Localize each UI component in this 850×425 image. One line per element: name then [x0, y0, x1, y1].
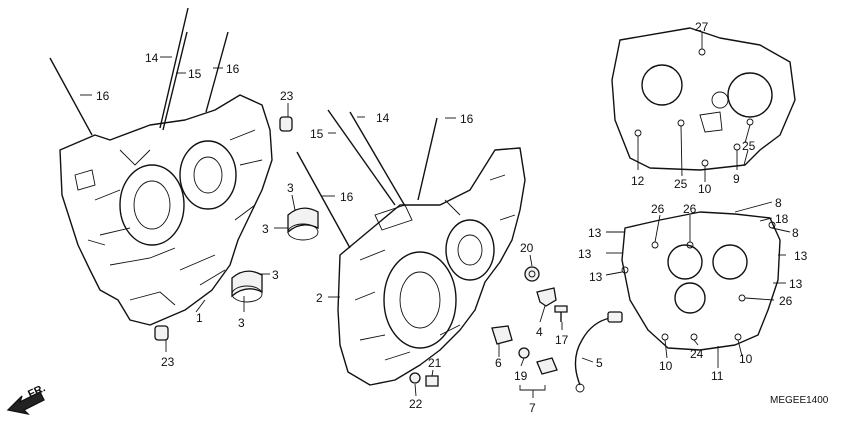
callout-26: 26 [651, 202, 665, 216]
callout-4: 4 [536, 325, 543, 339]
bearing-lower-left [231, 270, 263, 303]
front-marker-label: FR. [26, 382, 47, 400]
callout-14: 14 [145, 51, 159, 65]
leader-lines [80, 32, 791, 398]
sensor-7 [536, 357, 558, 375]
callout-labels: 14 15 16 16 23 3 3 3 3 1 23 2 14 15 16 1… [96, 20, 808, 415]
callout-25: 25 [742, 139, 756, 153]
callout-5: 5 [596, 356, 603, 370]
callout-19: 19 [514, 369, 528, 383]
dowel-pin-lower [154, 325, 169, 341]
callout-13: 13 [794, 249, 808, 263]
callout-3: 3 [238, 316, 245, 330]
seal-20 [524, 266, 540, 282]
callout-14: 14 [376, 111, 390, 125]
callout-24: 24 [690, 347, 704, 361]
right-crankcase [296, 109, 526, 386]
callout-16: 16 [226, 62, 240, 76]
callout-13: 13 [789, 277, 803, 291]
washer-19 [518, 347, 530, 359]
callout-13: 13 [589, 270, 603, 284]
callout-18: 18 [775, 212, 789, 226]
callout-11: 11 [711, 369, 724, 383]
callout-3: 3 [287, 181, 294, 195]
callout-7: 7 [529, 401, 536, 415]
callout-25: 25 [674, 177, 688, 191]
callout-8: 8 [792, 226, 799, 240]
wire-harness-5 [574, 311, 623, 393]
bearing-upper-left [287, 207, 319, 241]
callout-21: 21 [428, 356, 442, 370]
callout-16: 16 [340, 190, 354, 204]
dowel-pin-upper [279, 116, 293, 132]
callout-1: 1 [196, 311, 203, 325]
callout-12: 12 [631, 174, 645, 188]
callout-10: 10 [659, 359, 673, 373]
callout-13: 13 [578, 247, 592, 261]
callout-26: 26 [779, 294, 793, 308]
callout-16: 16 [460, 112, 474, 126]
bolt-21 [425, 375, 439, 387]
callout-26: 26 [683, 202, 697, 216]
bolt-17 [554, 305, 568, 322]
gasket-lower [621, 211, 781, 351]
callout-3: 3 [272, 268, 279, 282]
callout-10: 10 [739, 352, 753, 366]
callout-2: 2 [316, 291, 323, 305]
callout-20: 20 [520, 241, 534, 255]
diagram-code: MEGEE1400 [770, 395, 829, 406]
left-crankcase [49, 7, 273, 326]
callout-9: 9 [733, 172, 740, 186]
callout-13: 13 [588, 226, 602, 240]
callout-10: 10 [698, 182, 712, 196]
callout-22: 22 [409, 397, 423, 411]
callout-6: 6 [495, 356, 502, 370]
callout-15: 15 [310, 127, 324, 141]
callout-8: 8 [775, 196, 782, 210]
bracket-4 [536, 287, 557, 307]
callout-23: 23 [161, 355, 175, 369]
gasket-upper [611, 27, 796, 171]
callout-16: 16 [96, 89, 110, 103]
callout-27: 27 [695, 20, 709, 34]
callout-3: 3 [262, 222, 269, 236]
callout-17: 17 [555, 333, 569, 347]
front-direction-arrow: FR. [6, 382, 47, 416]
callout-15: 15 [188, 67, 202, 81]
callout-23: 23 [280, 89, 294, 103]
washer-22 [409, 372, 421, 384]
switch-6 [491, 325, 513, 345]
